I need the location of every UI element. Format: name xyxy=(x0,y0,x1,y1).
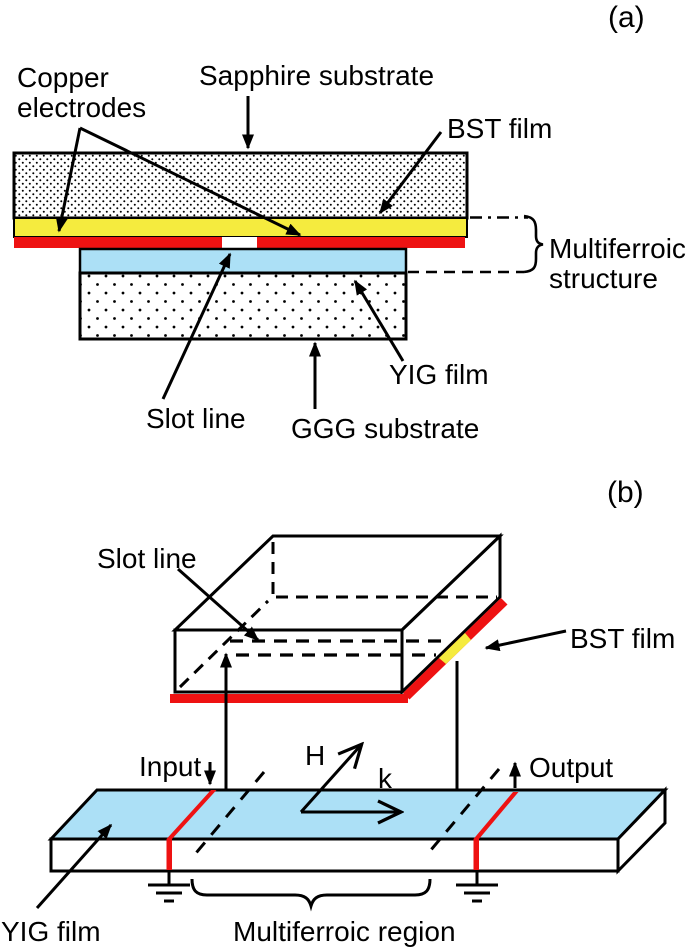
yig-slab-front-face xyxy=(49,837,620,873)
copper-electrodes-label-line1: Copper xyxy=(17,62,109,93)
bst-film-segment xyxy=(439,633,471,664)
sapphire-substrate-label: Sapphire substrate xyxy=(199,60,434,91)
output-transducer-front xyxy=(473,839,479,870)
h-field-vector-arrow xyxy=(299,745,361,814)
yig-film-label-a: YIG film xyxy=(389,359,489,390)
ground-symbol-output xyxy=(456,871,498,903)
yig-slab xyxy=(47,768,669,875)
panel-b-tag: (b) xyxy=(607,476,644,509)
yig-pointer-arrow-b xyxy=(35,823,113,909)
upper-box-hidden-edge-left xyxy=(178,599,270,689)
input-transducer-top xyxy=(166,790,217,839)
yig-slab-top-face xyxy=(47,788,669,841)
slot-line-gap xyxy=(222,237,257,248)
panel-a-tag: (a) xyxy=(608,1,645,34)
slot-line-pointer-arrow-a xyxy=(161,252,232,400)
ggg-substrate-layer xyxy=(78,271,408,341)
multiferroic-structure-label-line1: Multiferroic xyxy=(549,233,686,264)
multiferroic-structure-label-line2: structure xyxy=(549,263,658,294)
copper-pointer-arrow-left xyxy=(55,127,82,233)
bst-film-layer xyxy=(13,217,468,238)
yig-film-layer xyxy=(78,247,408,275)
slot-line-pointer-arrow-b xyxy=(177,567,260,642)
bst-film-label-b: BST film xyxy=(570,623,675,654)
bst-film-label-a: BST film xyxy=(447,113,552,144)
region-boundary-dash-left xyxy=(189,771,266,860)
yig-pointer-arrow-a xyxy=(353,279,405,362)
yig-film-label-b: YIG film xyxy=(1,916,101,947)
upper-box-right-face xyxy=(400,532,502,696)
k-wavevector-label: k xyxy=(378,763,393,794)
bst-pointer-arrow-a xyxy=(378,131,443,215)
upper-electrode-stripe-front xyxy=(170,694,408,703)
upper-box-front-face xyxy=(173,628,404,694)
yig-slab-right-face xyxy=(616,786,667,875)
input-transducer-front xyxy=(166,839,172,870)
panel-b: (b) xyxy=(1,476,675,947)
multiferroic-brace xyxy=(523,214,544,274)
slot-line-label-a: Slot line xyxy=(146,403,246,434)
multiferroic-region-brace xyxy=(190,878,432,912)
region-boundary-dash-right xyxy=(423,768,501,858)
input-label: Input xyxy=(139,751,201,782)
copper-pointer-arrow-right xyxy=(79,126,302,237)
output-transducer-top xyxy=(473,792,519,839)
bst-pointer-arrow-b xyxy=(484,629,567,652)
ggg-substrate-label: GGG substrate xyxy=(291,413,479,444)
output-label: Output xyxy=(529,752,613,783)
multiferroic-region-label: Multiferroic region xyxy=(233,916,456,947)
slot-line-label-b: Slot line xyxy=(97,543,197,574)
h-field-label: H xyxy=(305,740,325,771)
panel-a: (a) Copper electrodes Sapphire substrate… xyxy=(12,1,686,444)
ground-symbol-input xyxy=(148,871,190,903)
copper-electrodes-label-line2: electrodes xyxy=(17,92,146,123)
